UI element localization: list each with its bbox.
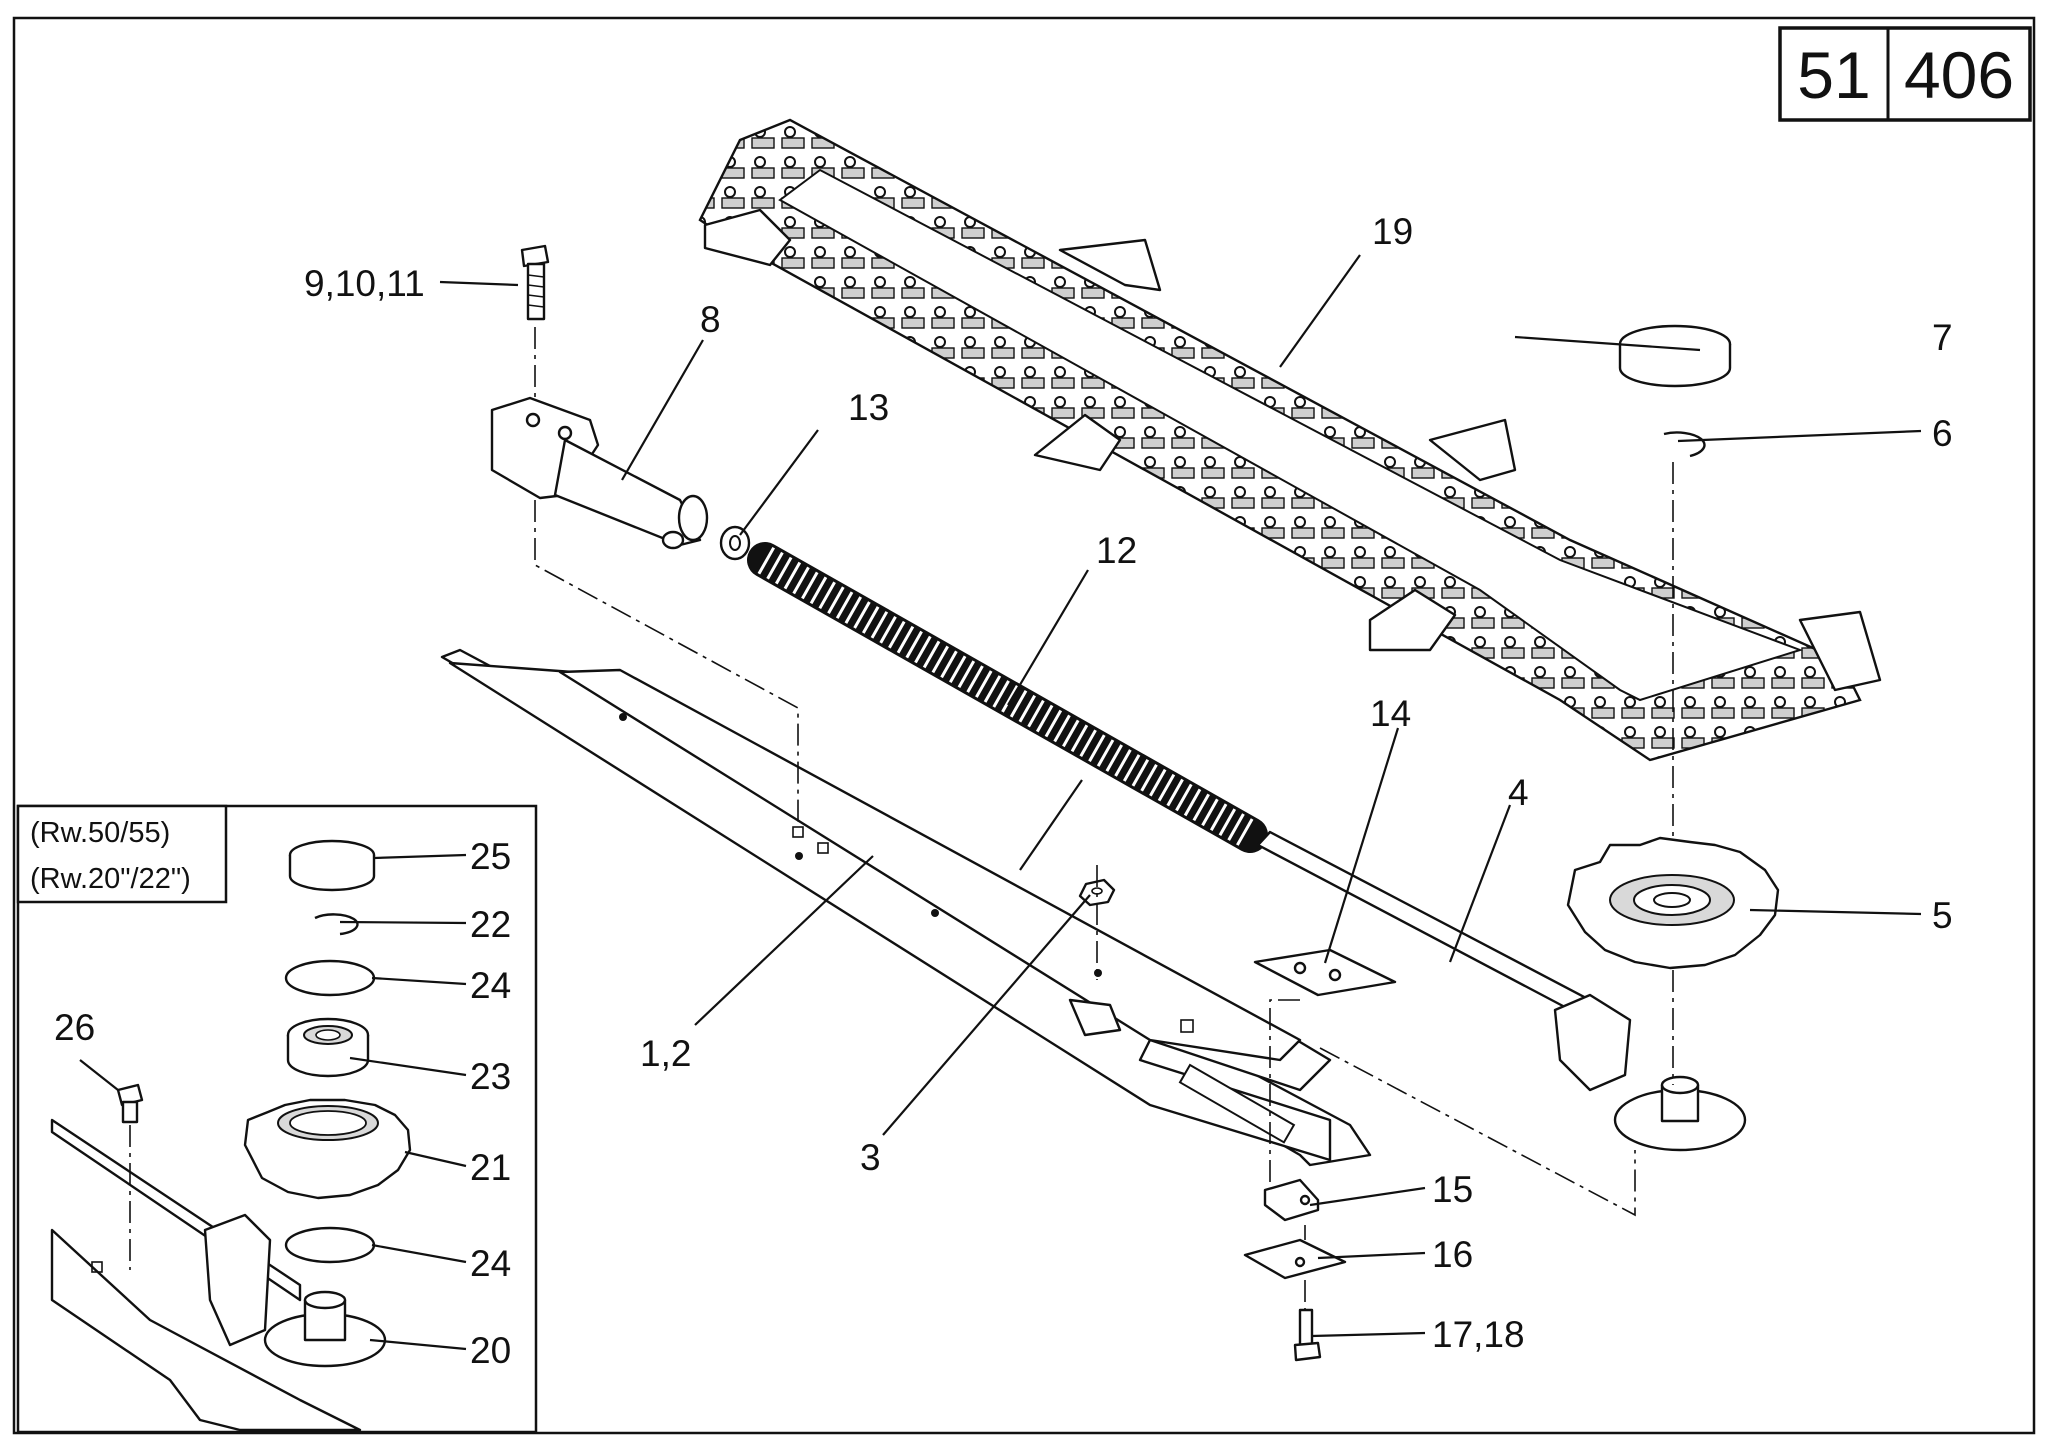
callout-26: 26: [54, 1007, 95, 1048]
inset-sprocket: [243, 1098, 412, 1200]
main-beam: [440, 648, 1372, 1167]
callout-24-upper: 24: [470, 965, 511, 1006]
callout-15: 15: [1432, 1169, 1473, 1210]
inset-hub: [263, 1290, 387, 1368]
callout-23: 23: [470, 1056, 511, 1097]
cover-cap: [1618, 324, 1732, 388]
callout-14: 14: [1370, 693, 1411, 734]
inset-note-2: (Rw.20"/22"): [30, 863, 191, 895]
tension-spring: [747, 542, 1268, 853]
callout-16: 16: [1432, 1234, 1473, 1275]
inset-snap-ring-lower: [284, 1226, 376, 1264]
page-code-group: 51: [1797, 38, 1870, 112]
callout-13: 13: [848, 387, 889, 428]
roller-chain: [698, 118, 1882, 762]
page-code-box: 51 406: [1778, 26, 2032, 122]
callout-8: 8: [700, 299, 721, 340]
alignment-lines: [534, 327, 1674, 1310]
inset-bearing: [286, 1017, 370, 1078]
bolt-top: [520, 244, 550, 321]
inset-beam: [50, 1118, 362, 1432]
page-code-number: 406: [1904, 38, 2014, 112]
callout-21: 21: [470, 1147, 511, 1188]
circlip-top: [1663, 431, 1706, 458]
tension-rod: [1256, 830, 1747, 1152]
callout-22: 22: [470, 904, 511, 945]
callout-6: 6: [1932, 413, 1953, 454]
callout-17-18: 17,18: [1432, 1314, 1525, 1355]
clamp-block: [1263, 1178, 1320, 1222]
callout-1-2: 1,2: [640, 1033, 691, 1074]
bolt-bottom: [1293, 1308, 1322, 1362]
callout-20: 20: [470, 1330, 511, 1371]
inset-note-1: (Rw.50/55): [30, 817, 170, 849]
inset-bolt: [116, 1083, 144, 1124]
washer: [719, 525, 751, 561]
callout-4: 4: [1508, 772, 1529, 813]
callout-19: 19: [1372, 211, 1413, 252]
callout-24-lower: 24: [470, 1243, 511, 1284]
leader-lines: [79, 254, 1922, 1351]
sprocket-main: [1566, 836, 1780, 970]
inset-circlip-upper: [314, 913, 359, 936]
callout-25: 25: [470, 836, 511, 877]
slide-plate: [1253, 948, 1397, 997]
hex-nut: [1078, 878, 1116, 907]
callout-7: 7: [1932, 317, 1953, 358]
sheet-border: [12, 16, 2036, 1435]
callout-3: 3: [860, 1137, 881, 1178]
inset-cap: [288, 839, 376, 892]
inset-panel: (Rw.50/55) (Rw.20"/22"): [16, 804, 538, 1434]
square-plate: [1243, 1238, 1347, 1280]
callout-labels: 9,10,11 8 13 12 19 7 6 5 4 14 1,2 3 15 1…: [54, 211, 1953, 1371]
callout-12: 12: [1096, 530, 1137, 571]
inset-snap-ring-upper: [284, 959, 376, 997]
tensioner-housing: [490, 396, 709, 550]
callout-5: 5: [1932, 895, 1953, 936]
callout-9-10-11: 9,10,11: [304, 263, 425, 304]
